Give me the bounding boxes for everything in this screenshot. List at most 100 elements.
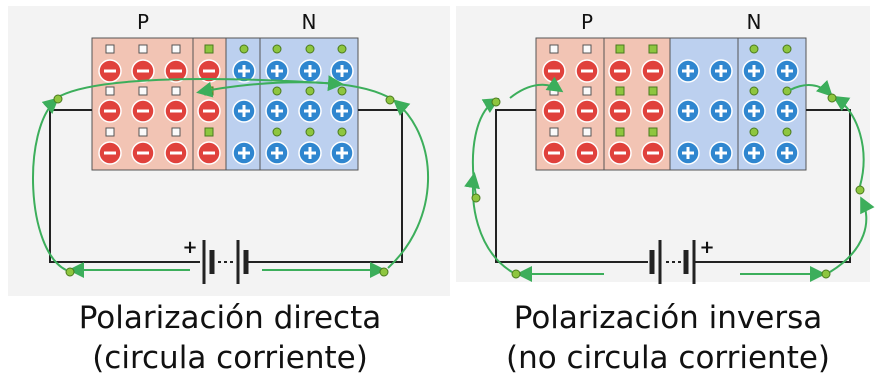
donor-ion — [709, 141, 733, 165]
electron-carrier — [337, 44, 347, 54]
donor-ion — [298, 59, 322, 83]
donor-ion — [265, 99, 289, 123]
hole-site — [171, 86, 181, 96]
donor-ion — [742, 99, 766, 123]
circuit-wire — [49, 109, 200, 263]
forward-bias-diagram: P N + — [32, 10, 430, 284]
acceptor-ion — [542, 141, 566, 165]
n-label: N — [747, 10, 762, 34]
donor-ion — [709, 59, 733, 83]
acceptor-ion — [542, 99, 566, 123]
hole-site — [582, 86, 592, 96]
acceptor-ion — [575, 141, 599, 165]
donor-ion — [232, 99, 256, 123]
caption-line: Polarización directa — [78, 300, 382, 336]
hole-site — [138, 127, 148, 137]
electron-carrier — [749, 44, 759, 54]
carrier-dot — [855, 185, 865, 195]
hole-site — [105, 127, 115, 137]
donor-ion — [742, 141, 766, 165]
acceptor-ion — [608, 99, 632, 123]
electron-carrier — [749, 86, 759, 96]
n-label: N — [302, 10, 317, 34]
electron-carrier — [749, 127, 759, 137]
donor-ion — [330, 141, 354, 165]
electron-carrier — [782, 86, 792, 96]
acceptor-ion — [197, 141, 221, 165]
hole-flow-arrow — [387, 99, 430, 269]
donor-ion — [775, 59, 799, 83]
carrier-flow-arrow — [471, 97, 500, 197]
donor-ion — [232, 59, 256, 83]
donor-ion — [265, 141, 289, 165]
hole-flow-arrow — [196, 81, 391, 99]
acceptor-ion — [641, 59, 665, 83]
hole-site — [582, 44, 592, 54]
acceptor-ion — [542, 59, 566, 83]
hole-carrier — [648, 86, 658, 96]
hole-carrier — [204, 44, 214, 54]
acceptor-ion — [608, 141, 632, 165]
electron-carrier — [305, 86, 315, 96]
carrier-dot — [65, 267, 75, 277]
carrier-dot — [471, 193, 481, 203]
electron-carrier — [337, 86, 347, 96]
carrier-dot — [821, 269, 831, 279]
circuit-wire — [246, 109, 403, 263]
donor-ion — [775, 99, 799, 123]
acceptor-ion — [164, 59, 188, 83]
acceptor-ion — [641, 99, 665, 123]
p-label: P — [581, 10, 593, 34]
acceptor-ion — [575, 59, 599, 83]
hole-site — [171, 127, 181, 137]
donor-ion — [676, 141, 700, 165]
donor-ion — [298, 141, 322, 165]
p-label: P — [137, 10, 149, 34]
donor-ion — [330, 59, 354, 83]
donor-ion — [676, 59, 700, 83]
hole-site — [549, 127, 559, 137]
circuit-wire — [694, 109, 851, 263]
caption-line: Polarización inversa — [513, 300, 823, 336]
hole-site — [105, 86, 115, 96]
carrier-dot — [53, 94, 63, 104]
hole-carrier — [615, 86, 625, 96]
acceptor-ion — [575, 99, 599, 123]
carrier-flow-arrow — [789, 79, 833, 97]
hole-carrier — [648, 44, 658, 54]
donor-ion — [265, 59, 289, 83]
acceptor-ion — [98, 59, 122, 83]
hole-site — [105, 44, 115, 54]
acceptor-ion — [164, 99, 188, 123]
electron-carrier — [782, 127, 792, 137]
electron-carrier — [305, 127, 315, 137]
acceptor-ion — [98, 141, 122, 165]
battery — [649, 240, 696, 284]
forward-bias-caption: Polarización directa (circula corriente) — [20, 298, 440, 378]
hole-site — [582, 127, 592, 137]
reverse-bias-diagram: P N + — [464, 10, 875, 284]
electron-carrier — [272, 127, 282, 137]
electron-carrier — [272, 86, 282, 96]
acceptor-ion — [197, 99, 221, 123]
acceptor-ion — [131, 59, 155, 83]
donor-ion — [676, 99, 700, 123]
carrier-dot — [379, 267, 389, 277]
donor-ion — [330, 99, 354, 123]
donor-ion — [709, 99, 733, 123]
donor-ion — [742, 59, 766, 83]
carrier-flow-arrow — [509, 76, 564, 99]
carrier-dot — [491, 97, 501, 107]
electron-carrier — [337, 127, 347, 137]
reverse-bias-caption: Polarización inversa (no circula corrien… — [458, 298, 877, 378]
hole-carrier — [615, 127, 625, 137]
acceptor-ion — [197, 59, 221, 83]
hole-carrier — [204, 127, 214, 137]
donor-ion — [298, 99, 322, 123]
electron-carrier — [305, 44, 315, 54]
carrier-flow-arrow — [829, 196, 875, 273]
hole-carrier — [648, 127, 658, 137]
electron-carrier — [272, 44, 282, 54]
battery-plus-sign: + — [182, 237, 197, 258]
